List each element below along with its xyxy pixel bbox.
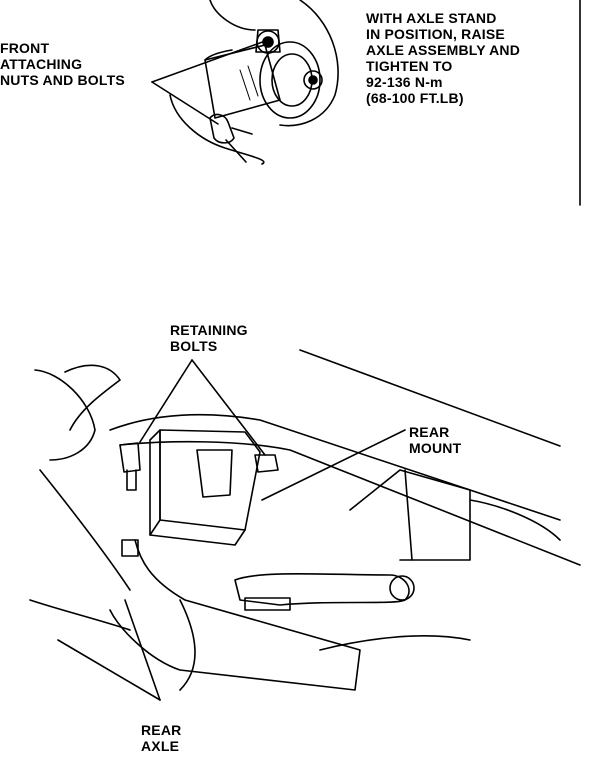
mount-block-front (149, 429, 161, 536)
hub-bolt-inner (308, 75, 318, 85)
axle-arm (234, 572, 410, 606)
shade-1 (239, 69, 251, 101)
floor-bottom (319, 635, 471, 651)
instruction-line-3: AXLE ASSEMBLY AND (366, 42, 521, 58)
frame-rail-bottom (119, 440, 581, 566)
leader-rear-mount (261, 429, 406, 501)
bolt-left-thread (126, 469, 137, 491)
small-bolt (121, 539, 139, 557)
floor-pan-line (299, 349, 561, 447)
retaining-bolts-label: RETAINING BOLTS (170, 322, 248, 354)
body-contour-right (279, 0, 339, 127)
axle-line-1: REAR (141, 722, 182, 738)
leader-upper (151, 39, 269, 83)
bolt-left (119, 442, 141, 473)
body-outline-2 (34, 369, 96, 461)
leader-axle-2 (57, 639, 161, 701)
front-label-line-3: NUTS AND BOLTS (0, 72, 125, 88)
retaining-line-1: RETAINING (170, 322, 248, 338)
mount-line-1: REAR (409, 424, 450, 440)
instruction-line-4: TIGHTEN TO (366, 58, 453, 74)
rear-mount-label: REAR MOUNT (409, 424, 461, 456)
body-contour-lower (169, 94, 265, 165)
arm-bolt (244, 597, 291, 611)
axle-housing (109, 539, 361, 691)
front-label-line-2: ATTACHING (0, 56, 83, 72)
mount-base (149, 529, 246, 546)
front-attaching-label: FRONT ATTACHING NUTS AND BOLTS (0, 40, 125, 88)
body-contour (209, 0, 256, 31)
mount-line-2: MOUNT (409, 440, 462, 456)
torque-instruction: WITH AXLE STAND IN POSITION, RAISE AXLE … (366, 10, 520, 106)
instruction-line-5: 92-136 N-m (366, 74, 443, 90)
instruction-line-2: IN POSITION, RAISE (366, 26, 505, 42)
front-label-line-1: FRONT (0, 40, 50, 56)
rear-axle-label: REAR AXLE (141, 722, 181, 754)
leader-retaining-2 (191, 359, 266, 456)
mount-block (159, 429, 261, 531)
axle-flange (259, 41, 321, 119)
lower-bolt (209, 113, 235, 144)
frame-rail-top (109, 414, 561, 521)
lower-contour-2 (29, 599, 131, 631)
axle-housing-top (204, 49, 233, 61)
body-outline (64, 364, 121, 431)
lower-bolt-stud (231, 127, 253, 135)
axle-line-2: AXLE (141, 738, 180, 754)
top-axle-drawing (151, 0, 581, 206)
leader-lower (151, 81, 219, 125)
leader-retaining-1 (139, 359, 193, 443)
arm-bushing (389, 575, 415, 601)
rear-panel (349, 469, 471, 561)
leader-axle-1 (124, 599, 161, 701)
retaining-line-2: BOLTS (170, 338, 218, 354)
hub-bolt (303, 70, 323, 90)
shade-2 (247, 65, 259, 97)
instruction-line-6: (68-100 FT.LB) (366, 90, 464, 106)
lower-contour-3 (179, 599, 196, 691)
lower-bolt-stud2 (225, 139, 247, 163)
rear-panel-2 (404, 469, 413, 561)
bolt-right (254, 454, 279, 473)
rear-curve (469, 499, 561, 541)
mount-window (196, 449, 233, 498)
lower-contour (39, 469, 131, 591)
instruction-line-1: WITH AXLE STAND (366, 10, 497, 26)
